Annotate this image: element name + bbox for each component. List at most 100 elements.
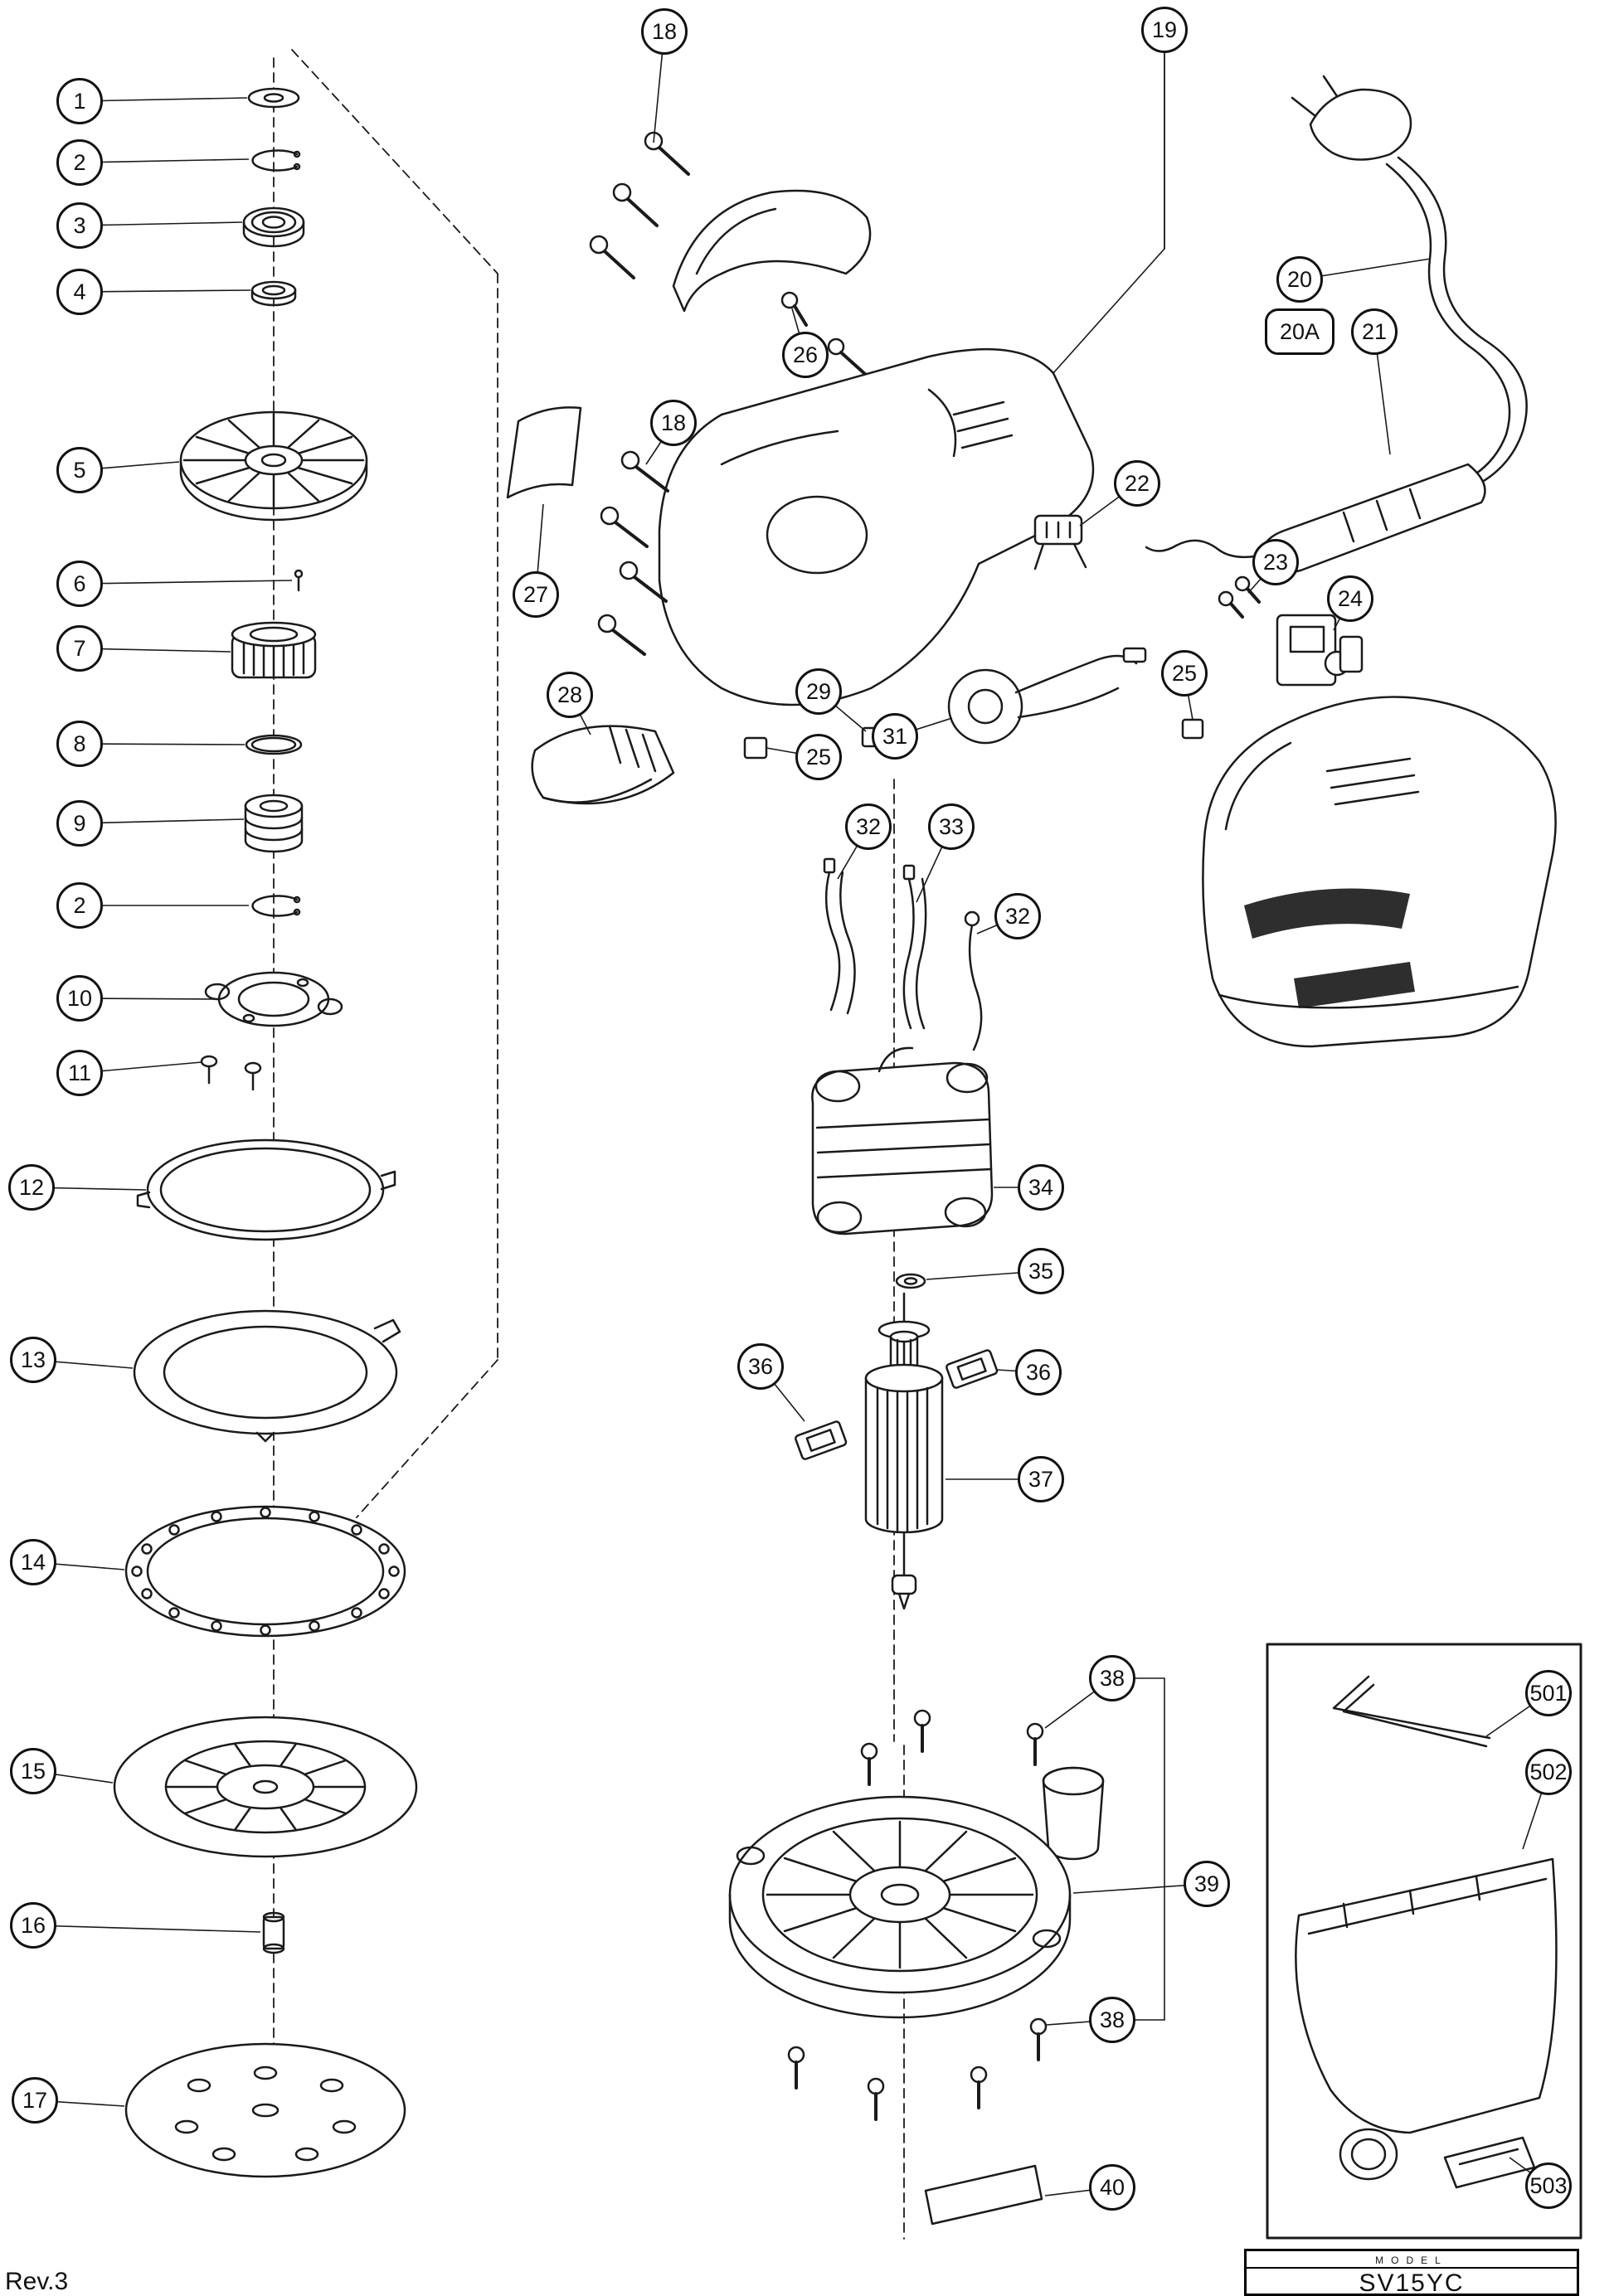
callout-27: 27 (513, 571, 559, 618)
callout-26: 26 (782, 332, 829, 378)
leader-line-3 (79, 221, 243, 226)
callout-22: 22 (1114, 460, 1160, 507)
callout-1: 1 (56, 78, 103, 124)
part-35-washer (895, 1273, 926, 1289)
callout-14: 14 (10, 1539, 56, 1585)
model-label: MODEL (1247, 2251, 1577, 2269)
callout-35: 35 (1018, 1248, 1064, 1294)
leader-line-6 (79, 580, 293, 585)
leader-line-2 (79, 158, 250, 163)
callout-34: 34 (1018, 1164, 1064, 1211)
accessory-box (1266, 1643, 1582, 2240)
part-31-dial (947, 647, 1147, 745)
callout-20: 20 (1276, 256, 1323, 303)
leader-line-4 (79, 289, 251, 293)
callout-17: 17 (12, 2077, 58, 2124)
part-12-brake-ring (136, 1138, 396, 1241)
callout-501: 501 (1525, 1670, 1572, 1716)
part-8-o-ring (245, 734, 303, 755)
callout-13: 13 (10, 1337, 56, 1383)
callout-2: 2 (56, 882, 103, 929)
part-3-bearing (242, 206, 305, 248)
callout-25: 25 (1161, 650, 1208, 697)
callout-10: 10 (56, 975, 103, 1022)
callout-37: 37 (1018, 1456, 1064, 1502)
part-18-screws-upper (589, 131, 868, 376)
callout-503: 503 (1525, 2163, 1572, 2209)
model-number: SV15YC (1359, 2269, 1465, 2296)
part-5-fan (179, 410, 368, 522)
callout-38: 38 (1089, 1655, 1135, 1701)
part-2-retaining-ring (251, 149, 301, 172)
callout-25: 25 (795, 734, 842, 780)
callout-28: 28 (547, 672, 593, 718)
part-sander-assembly (1202, 696, 1557, 1048)
leader-line-1 (79, 97, 248, 102)
callout-502: 502 (1525, 1749, 1572, 1795)
callout-24: 24 (1327, 575, 1373, 622)
callout-36: 36 (1015, 1349, 1062, 1396)
callout-2: 2 (56, 139, 103, 186)
callout-18: 18 (641, 8, 688, 55)
callout-40: 40 (1089, 2164, 1135, 2211)
part-501-wrench (1332, 1675, 1491, 1748)
callout-9: 9 (56, 800, 103, 847)
leader-line-7 (79, 648, 231, 653)
part-17-sanding-disc (124, 2042, 406, 2178)
callout-7: 7 (56, 625, 103, 672)
model-box: MODEL SV15YC (1244, 2249, 1579, 2296)
callout-4: 4 (56, 269, 103, 315)
part-39-base-housing (728, 1766, 1105, 2019)
part-10-bearing-cover (204, 971, 343, 1027)
part-11-screws (200, 1055, 262, 1091)
callout-21: 21 (1351, 308, 1398, 355)
part-38-screws-top (860, 1709, 1044, 1786)
callout-33: 33 (928, 803, 975, 850)
part-24-switch (1276, 614, 1364, 687)
callout-29: 29 (795, 668, 842, 715)
callout-36: 36 (737, 1343, 784, 1390)
part-13-seal-ring (133, 1309, 401, 1443)
part-23-screws (1218, 575, 1261, 619)
part-36-brush-a (795, 1420, 848, 1460)
part-9-rubber-bumper (244, 794, 304, 853)
part-27-label (506, 406, 582, 499)
part-34-stator (811, 1046, 994, 1235)
part-28-knob (531, 725, 675, 805)
part-38-screws-bottom (787, 2017, 1048, 2121)
callout-32: 32 (845, 803, 892, 850)
leader-line-8 (79, 743, 246, 745)
callout-19: 19 (1141, 7, 1188, 53)
part-16-sleeve (262, 1911, 285, 1954)
part-36-brush-b (946, 1349, 999, 1389)
callout-18: 18 (650, 400, 697, 446)
leader-line-16 (32, 1925, 261, 1933)
callout-32: 32 (994, 893, 1041, 939)
part-25-cushion-a (743, 736, 768, 760)
part-6-pin (294, 569, 304, 592)
part-502-grease-tube (1295, 1857, 1558, 2181)
part-1-washer (247, 87, 300, 109)
callout-6: 6 (56, 561, 103, 607)
bracket-lines (982, 51, 1165, 2021)
callout-5: 5 (56, 447, 103, 493)
part-20-power-cord (1291, 75, 1528, 491)
callout-3: 3 (56, 202, 103, 249)
part-4-washer (250, 280, 297, 307)
callout-39: 39 (1184, 1861, 1230, 1907)
part-32-33-lead-wires (823, 857, 983, 1051)
part-7-lock-nut (231, 621, 317, 679)
callout-11: 11 (56, 1050, 103, 1096)
revision-label: Rev.3 (5, 2268, 69, 2295)
part-26-top-cover (672, 189, 872, 327)
part-25-cushion-b (1181, 718, 1204, 740)
callout-8: 8 (56, 721, 103, 767)
part-22-switch-knob (1033, 514, 1087, 570)
callout-12: 12 (8, 1164, 55, 1211)
part-503-nozzle (1443, 2136, 1536, 2189)
callout-31: 31 (872, 713, 918, 760)
callout-23: 23 (1252, 539, 1299, 585)
part-21-cord-armor (1145, 463, 1486, 574)
